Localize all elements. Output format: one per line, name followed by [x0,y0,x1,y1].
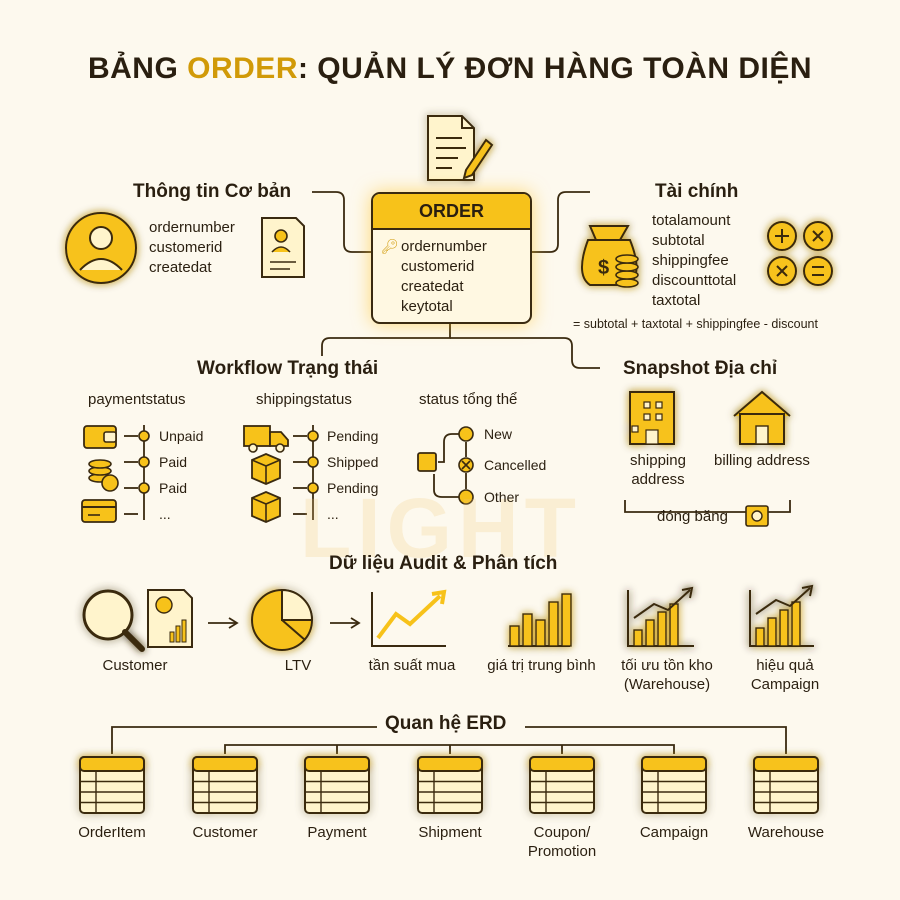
erd-table-icon [641,756,707,814]
bar-chart-icon [508,593,572,647]
erd-table-icon [529,756,595,814]
order-field: customerid [401,258,475,275]
finance-field: discounttotal [652,272,737,289]
safe-icon [745,505,769,527]
erd-table-label: Campaign [639,824,709,841]
basic-field: createdat [149,259,212,276]
svg-text:$: $ [598,257,609,279]
finance-field: subtotal [652,232,705,249]
finance-field: shippingfee [652,252,729,269]
order-header: ORDER [373,194,530,230]
billing-address-label: billing address [714,452,810,469]
shipping-state: Pending [327,428,379,444]
pie-chart-icon [251,588,314,651]
profile-document-icon [261,217,305,278]
watermark: LIGHT [300,481,582,575]
erd-table-label: OrderItem [78,824,146,841]
erd-table-icon [192,756,258,814]
truck-icon [243,425,289,453]
overall-status-label: status tổng thể [419,391,518,408]
erd-table-label: Customer [192,824,258,841]
erd-table-label: Payment [307,824,367,841]
connector-lines [111,191,791,754]
key-icon: 🔑︎ [381,238,399,254]
order-field: createdat [401,278,464,295]
page-title: BẢNG ORDER: QUẢN LÝ ĐƠN HÀNG TOÀN DIỆN [0,52,900,86]
shipping-status-label: shippingstatus [256,391,352,408]
order-fields: 🔑︎ordernumber customerid createdat keyto… [373,230,530,317]
audit-item: Customer [102,657,168,674]
payment-state: Paid [159,480,188,496]
shipping-address-label: shipping address [630,452,686,488]
user-icon [65,212,137,284]
shipping-state: Shipped [327,454,379,470]
status-start-node [417,452,437,472]
erd-table-icon [753,756,819,814]
audit-item: hiệu quả Campaign [750,657,820,693]
erd-table-icon [304,756,370,814]
house-icon [733,390,791,445]
basic-info-fields: ordernumber customerid createdat [149,218,235,278]
shipping-state: ... [327,506,339,522]
building-icon [629,391,675,445]
magnifier-icon [82,589,145,652]
order-entity-box: ORDER 🔑︎ordernumber customerid createdat… [371,192,532,324]
shipping-timeline-dots [307,430,319,494]
erd-table-icons [79,756,819,814]
shipping-state: Pending [327,480,379,496]
finance-field: taxtotal [652,292,701,309]
report-document-icon [147,589,193,648]
overall-state: Cancelled [484,457,547,473]
audit-item: LTV [284,657,312,674]
finance-title: Tài chính [655,181,739,202]
audit-item: tần suất mua [368,657,456,674]
bar-chart-growth-icon [627,586,694,647]
package-icon [251,453,281,485]
package-icon-2 [251,491,281,523]
overall-state: New [484,426,513,442]
audit-title: Dữ liệu Audit & Phân tích [329,553,558,574]
payment-state: Paid [159,454,188,470]
payment-timeline-dots [138,430,150,494]
frozen-label: đóng băng [657,508,728,525]
title-prefix: BẢNG [87,52,188,85]
coins-icon [88,459,119,492]
basic-info-title: Thông tin Cơ bản [133,181,292,202]
erd-table-icon [79,756,145,814]
document-pen-icon [427,115,494,181]
erd-table-icon [417,756,483,814]
calculator-icon [767,221,833,286]
workflow-title: Workflow Trạng thái [197,358,379,379]
erd-table-label: Coupon/ Promotion [527,824,597,860]
order-field: 🔑︎ordernumber [381,238,487,255]
campaign-chart-icon [749,584,814,647]
trend-line-icon [371,589,447,647]
finance-field: totalamount [652,212,731,229]
payment-state: Unpaid [159,428,204,444]
payment-state: ... [159,506,171,522]
overall-state: Other [484,489,520,505]
basic-field: ordernumber [149,219,235,236]
title-highlight: ORDER [187,52,298,85]
address-title: Snapshot Địa chỉ [623,358,778,379]
wallet-icon [83,425,117,449]
payment-status-label: paymentstatus [88,391,186,408]
status-nodes [458,426,474,505]
credit-card-icon [81,499,117,523]
erd-table-label: Shipment [418,824,482,841]
finance-fields: totalamount subtotal shippingfee discoun… [652,211,736,311]
finance-formula: = subtotal + taxtotal + shippingfee - di… [573,317,818,331]
basic-field: customerid [149,239,223,256]
erd-table-label: Warehouse [747,824,825,841]
audit-item: giá trị trung bình [487,657,596,674]
audit-item: tối ưu tồn kho (Warehouse) [621,657,713,693]
order-field: keytotal [401,298,453,315]
erd-title: Quan hệ ERD [385,713,507,734]
money-bag-icon: $ [581,225,639,288]
title-suffix: : QUẢN LÝ ĐƠN HÀNG TOÀN DIỆN [297,52,813,85]
